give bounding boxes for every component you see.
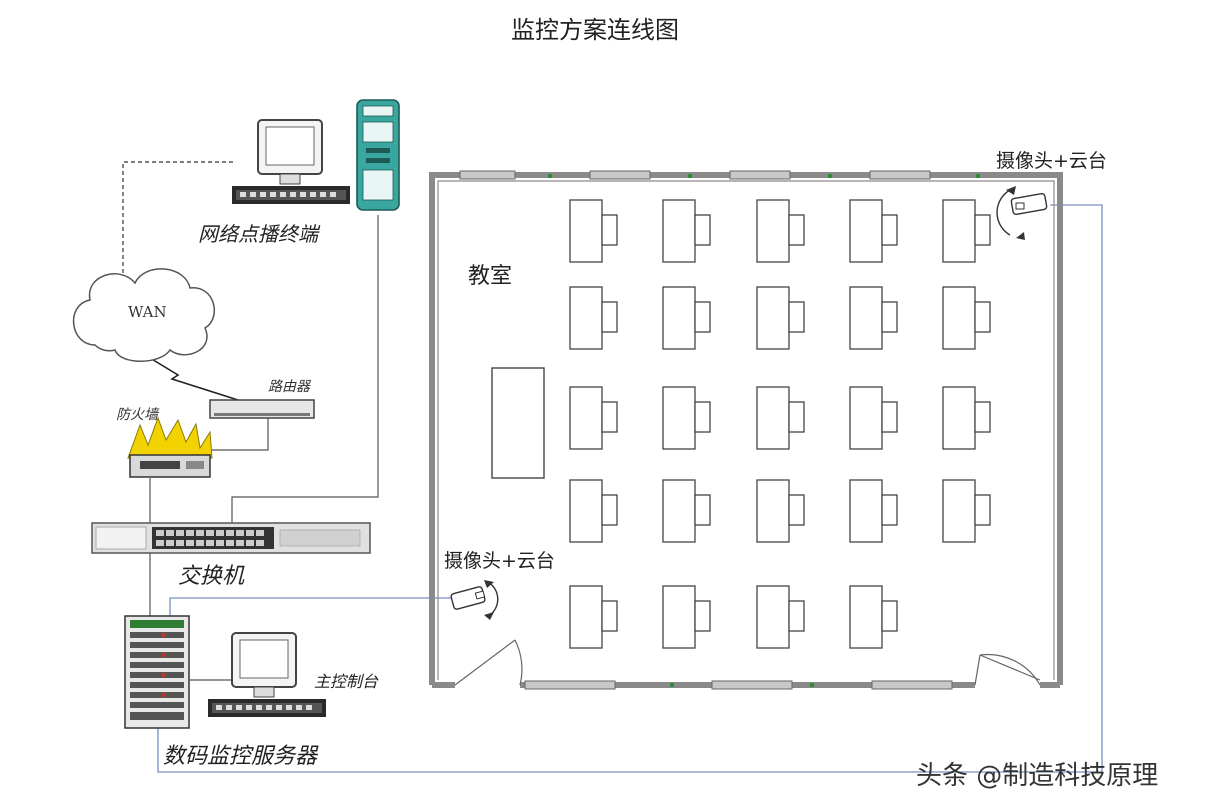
wan-router-link	[149, 357, 239, 401]
router-device	[209, 399, 315, 419]
camera-bottom	[450, 580, 499, 620]
server-switch-link	[231, 215, 379, 523]
student-desk	[942, 479, 991, 543]
camera-top-label: 摄像头+云台	[996, 150, 1107, 172]
student-desk	[942, 386, 991, 450]
server-label: 数码监控服务器	[163, 744, 318, 769]
student-desk	[849, 199, 898, 263]
student-desk	[849, 386, 898, 450]
classroom-label: 教室	[468, 264, 513, 289]
door-left	[454, 639, 523, 686]
diagram-title: 监控方案连线图	[511, 16, 679, 44]
student-desk	[662, 585, 711, 649]
student-desk	[756, 199, 805, 263]
student-desk	[569, 479, 618, 543]
console-label: 主控制台	[314, 672, 379, 691]
firewall-label: 防火墙	[116, 407, 158, 423]
student-desk	[756, 585, 805, 649]
student-desk	[849, 286, 898, 350]
windows-top	[459, 170, 931, 180]
switch-device	[91, 522, 371, 554]
terminal-wan-link	[122, 161, 233, 275]
router-label: 路由器	[268, 379, 310, 395]
student-desk	[756, 386, 805, 450]
student-desk	[662, 199, 711, 263]
wall-markers	[548, 174, 980, 687]
desk-grid	[569, 199, 991, 649]
student-desk	[942, 199, 991, 263]
student-desk	[569, 386, 618, 450]
dvr-rack-server	[124, 615, 190, 729]
student-desk	[942, 286, 991, 350]
student-desk	[662, 386, 711, 450]
console-pc	[208, 632, 326, 717]
switch-label: 交换机	[178, 564, 245, 589]
teacher-podium	[491, 367, 545, 479]
door-right	[974, 653, 1041, 686]
student-desk	[849, 585, 898, 649]
windows-bottom	[524, 680, 953, 690]
student-desk	[662, 286, 711, 350]
watermark-text: 头条 @制造科技原理	[916, 761, 1159, 791]
camera-top-right	[996, 186, 1048, 240]
wan-label: WAN	[128, 303, 167, 321]
student-desk	[756, 286, 805, 350]
dvr-camera-link	[169, 597, 455, 616]
student-desk	[849, 479, 898, 543]
student-desk	[756, 479, 805, 543]
network-terminal-label: 网络点播终端	[198, 222, 318, 246]
student-desk	[569, 286, 618, 350]
firewall-device	[127, 416, 213, 478]
classroom-walls-inner	[437, 180, 1055, 680]
router-firewall-link	[212, 418, 269, 451]
tower-server	[356, 99, 400, 211]
student-desk	[569, 199, 618, 263]
network-terminal-pc	[232, 119, 350, 204]
student-desk	[569, 585, 618, 649]
dvr-topcamera-link	[157, 204, 1103, 773]
camera-bottom-label: 摄像头+云台	[444, 550, 555, 572]
wan-cloud	[73, 268, 215, 362]
student-desk	[662, 479, 711, 543]
